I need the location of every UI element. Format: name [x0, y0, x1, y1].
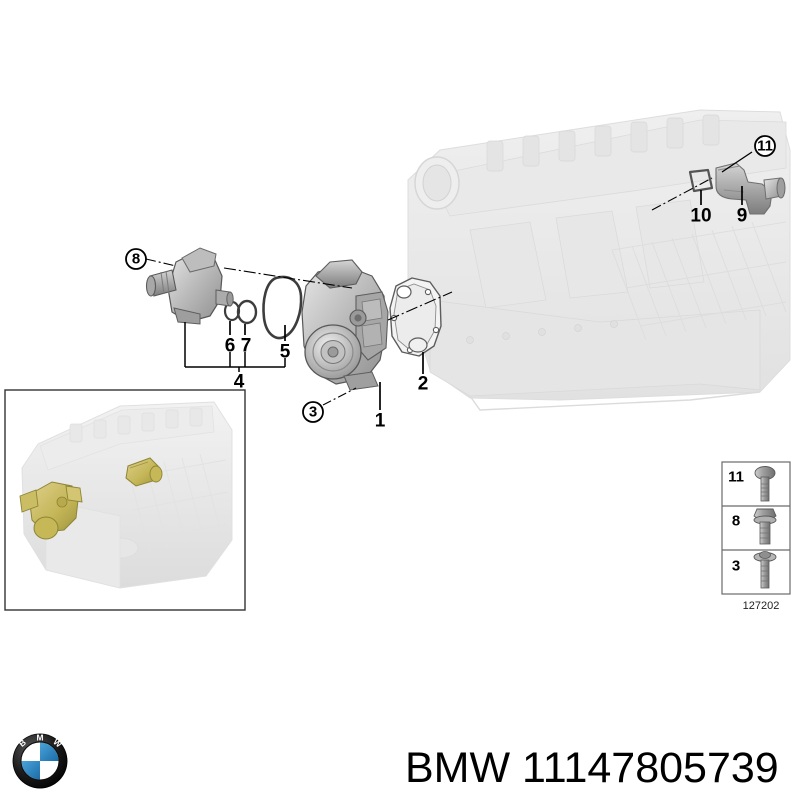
callout-2-label: 2: [418, 374, 429, 395]
callout-7-label: 7: [241, 336, 252, 357]
callout-10-label: 10: [690, 206, 711, 227]
logo-letter-b: B: [17, 737, 28, 749]
leader-11: [721, 151, 753, 173]
callout-3-label: 3: [309, 404, 317, 421]
legend-row-3: 3: [732, 551, 777, 589]
callout-6-label: 6: [225, 336, 236, 357]
inset-highlight-thermostat: [19, 481, 83, 540]
callout-9-label: 9: [737, 206, 748, 227]
diagram-code: 127202: [743, 600, 780, 612]
flange-bolt-icon: [753, 508, 777, 545]
engine-block-body: [407, 109, 791, 411]
bmw-logo: B M W: [12, 733, 68, 789]
fastener-legend: 11 8: [721, 461, 791, 612]
legend-label-8: 8: [732, 513, 740, 530]
legend-row-8: 8: [732, 508, 777, 545]
part-water-pump: [301, 259, 389, 391]
axis-line-gasket2: [387, 291, 453, 321]
hex-bolt-long-icon: [754, 466, 776, 502]
callout-8[interactable]: 8: [125, 248, 147, 270]
footer-part-number: BMW 11147805739: [405, 744, 779, 792]
callout-5-label: 5: [280, 342, 291, 363]
callout-11[interactable]: 11: [754, 135, 776, 157]
axis-line-10: [651, 177, 713, 211]
leader-3: [322, 387, 357, 406]
part-coolant-pipe: [715, 162, 786, 215]
axis-line-main: [223, 267, 353, 289]
inset-highlight-pipe: [125, 457, 163, 487]
torx-bolt-icon: [753, 551, 777, 589]
part-thermostat-housing: [145, 247, 234, 325]
callout-3[interactable]: 3: [302, 401, 324, 423]
callout-11-label: 11: [757, 138, 773, 155]
callout-4-label: 4: [234, 372, 245, 393]
logo-letter-m: M: [37, 733, 44, 742]
callout-8-label: 8: [132, 251, 140, 268]
part-coolant-pipe-gasket: [688, 168, 714, 193]
legend-label-3: 3: [732, 558, 740, 575]
callout-1-label: 1: [375, 411, 386, 432]
part-water-pump-gasket: [389, 277, 442, 357]
part-thermostat-gasket: [262, 275, 303, 340]
leader-8: [145, 258, 177, 267]
engine-location-inset: [4, 389, 246, 611]
legend-row-11: 11: [728, 466, 776, 502]
legend-label-11: 11: [728, 469, 744, 486]
